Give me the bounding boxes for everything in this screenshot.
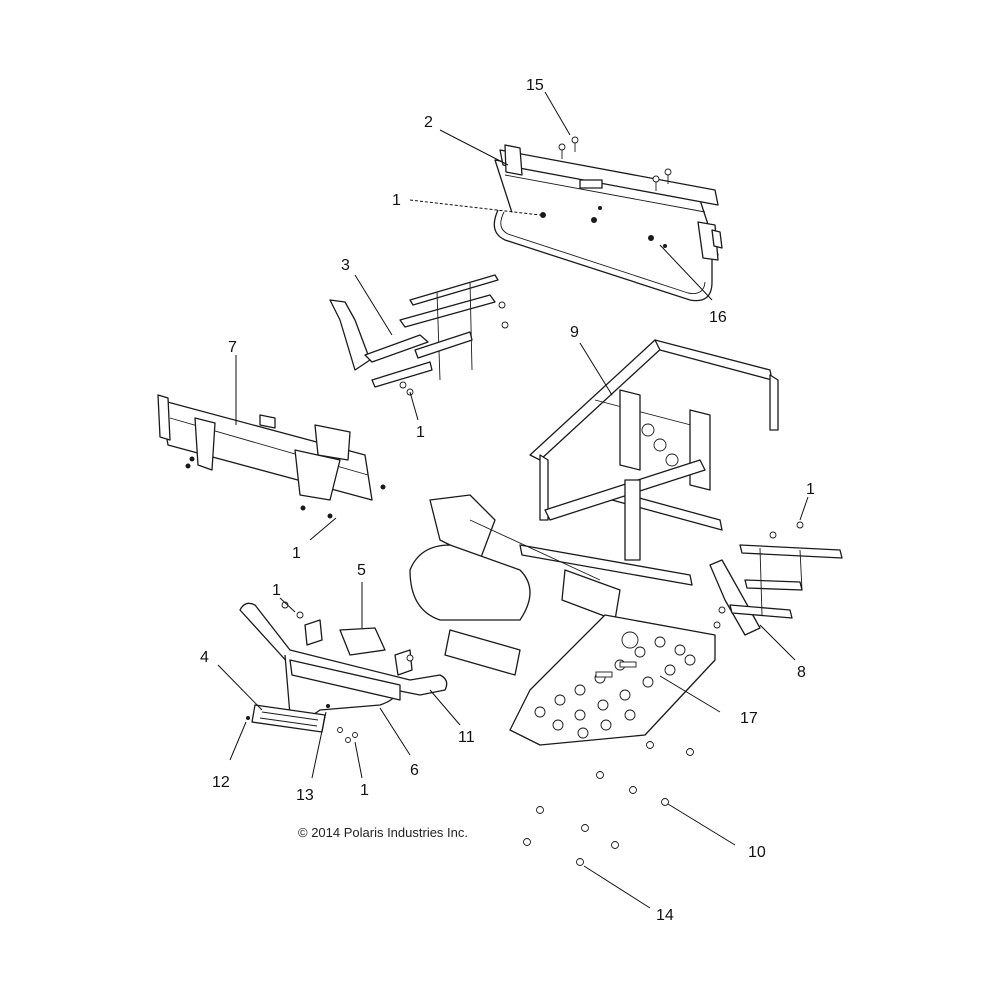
callout-1-right: 1 [806, 481, 815, 498]
seat-bracket-left [329, 274, 509, 396]
front-bumper [239, 602, 448, 720]
skid-plate [509, 614, 716, 746]
callout-7: 7 [228, 339, 237, 356]
callout-11: 11 [458, 729, 475, 746]
callout-1-left: 1 [292, 545, 301, 562]
callout-6: 6 [410, 762, 419, 779]
callout-17: 17 [740, 710, 758, 727]
callout-9: 9 [570, 324, 579, 341]
callout-1-top: 1 [392, 192, 401, 209]
grille-fastener-13 [326, 704, 330, 708]
seat-bracket-right [709, 521, 843, 636]
callout-13: 13 [296, 787, 314, 804]
callout-1-mid: 1 [416, 424, 425, 441]
leader-lines [217, 91, 809, 909]
callout-8: 8 [797, 664, 806, 681]
skid-fasteners [523, 741, 694, 866]
callout-labels: 15 2 1 16 3 1 7 9 1 1 8 5 1 4 12 13 1 6 … [200, 77, 815, 924]
main-chassis-frame [409, 339, 779, 676]
bolt-group-15 [558, 136, 672, 191]
callout-3: 3 [341, 257, 350, 274]
callout-1-bumper: 1 [272, 582, 281, 599]
callout-1-bottom: 1 [360, 782, 369, 799]
cargo-support-assembly [493, 144, 723, 302]
callout-14: 14 [656, 907, 674, 924]
callout-16: 16 [709, 309, 727, 326]
callout-12: 12 [212, 774, 230, 791]
callout-15: 15 [526, 77, 544, 94]
callout-2: 2 [424, 114, 433, 131]
callout-4: 4 [200, 649, 209, 666]
front-cross-frame [157, 394, 386, 519]
grille-fastener-12 [246, 716, 250, 720]
callout-5: 5 [357, 562, 366, 579]
bumper-hardware [281, 601, 414, 743]
copyright-notice: © 2014 Polaris Industries Inc. [298, 825, 468, 840]
callout-10: 10 [748, 844, 766, 861]
